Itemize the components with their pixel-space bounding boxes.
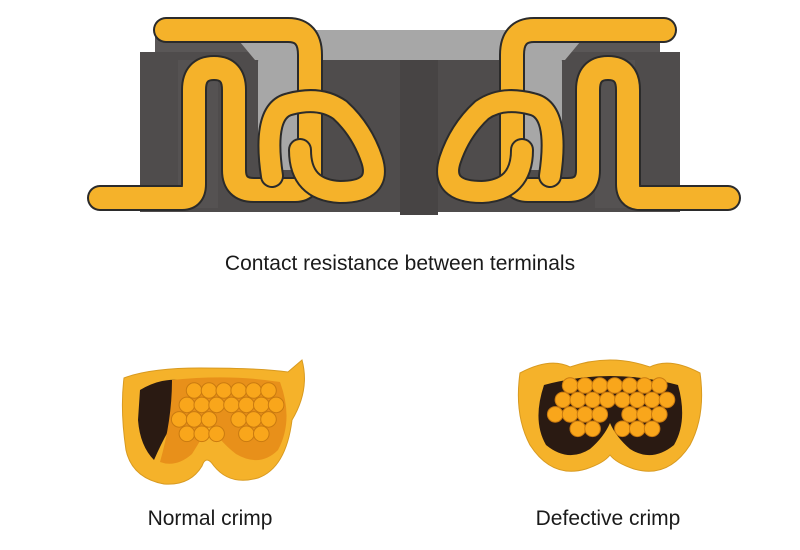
wire-strand — [253, 396, 270, 414]
wire-strand — [614, 391, 631, 409]
wire-strand — [193, 425, 211, 443]
wire-strand — [651, 406, 668, 423]
wire-strand — [238, 425, 255, 443]
wire-strand — [614, 420, 631, 438]
wire-strand — [658, 391, 676, 409]
connector-cross-section — [87, 17, 741, 215]
wire-strand — [569, 420, 587, 438]
wire-strand — [591, 406, 609, 423]
wire-strand — [584, 391, 601, 409]
wire-strand — [200, 411, 218, 428]
right-terminal — [436, 17, 741, 211]
wire-strand — [569, 391, 587, 409]
wire-strand — [245, 382, 262, 399]
wire-strand — [584, 420, 601, 438]
wire-strand — [643, 391, 661, 409]
wire-strand — [260, 382, 277, 399]
wire-strand — [230, 382, 247, 399]
wire-strand — [561, 406, 579, 423]
wire-strand — [178, 425, 196, 443]
wire-strand — [260, 411, 277, 428]
defective-crimp-cross-section — [517, 359, 703, 472]
wire-strand — [629, 420, 646, 438]
wire-strand — [253, 425, 270, 443]
wire-strand — [546, 406, 564, 423]
wire-strand — [621, 377, 638, 394]
wire-strand — [200, 382, 218, 399]
wire-strand — [554, 391, 572, 409]
wire-strand — [238, 396, 255, 414]
wire-strand — [223, 396, 240, 414]
wire-strand — [621, 406, 638, 423]
normal-crimp-strands — [170, 382, 285, 443]
wire-strand — [230, 411, 247, 428]
wire-strand — [185, 411, 203, 428]
wire-strand — [215, 382, 233, 399]
wire-strand — [629, 391, 646, 409]
wire-strand — [208, 396, 225, 414]
wire-strand — [208, 425, 225, 443]
defective-crimp-strands — [546, 377, 676, 438]
wire-strand — [170, 411, 188, 428]
left-terminal — [87, 17, 386, 211]
wire-strand — [576, 377, 594, 394]
wire-strand — [643, 420, 661, 438]
wire-strand — [245, 411, 262, 428]
wire-strand — [651, 377, 668, 394]
defective-crimp-caption: Defective crimp — [535, 507, 681, 530]
wire-strand — [636, 377, 653, 394]
wire-strand — [599, 391, 616, 409]
normal-crimp-caption: Normal crimp — [147, 507, 273, 530]
normal-crimp-cross-section — [121, 359, 305, 485]
wire-strand — [193, 396, 211, 414]
wire-strand — [591, 377, 609, 394]
wire-strand — [576, 406, 594, 423]
wire-strand — [185, 382, 203, 399]
normal-crimp-void — [138, 379, 182, 460]
wire-strand — [561, 377, 579, 394]
wire-strand — [178, 396, 196, 414]
wire-strand — [267, 396, 285, 414]
wire-strand — [636, 406, 653, 423]
contact-resistance-caption: Contact resistance between terminals — [224, 252, 576, 275]
wire-strand — [606, 377, 623, 394]
